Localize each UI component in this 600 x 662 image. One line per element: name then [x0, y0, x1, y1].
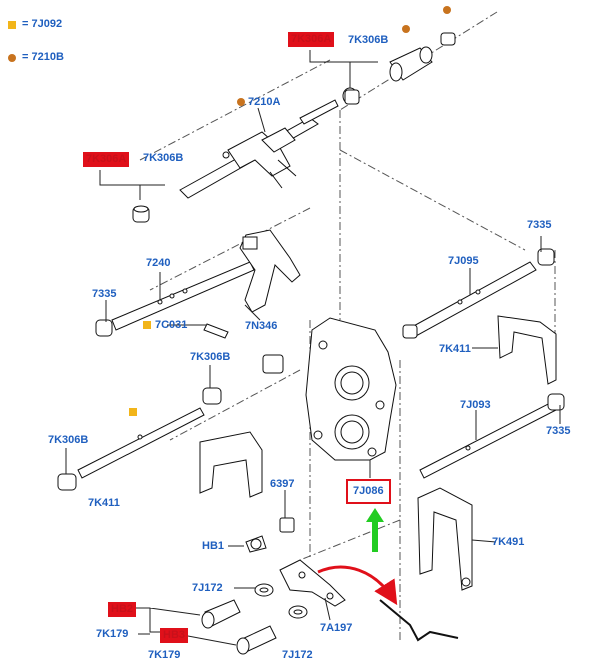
part-label-7k491: 7K491: [492, 536, 525, 548]
part-label-7k179-bottom: 7K179: [148, 649, 181, 661]
dot-marker-icon: [8, 53, 16, 62]
part-label-7335-right: 7335: [527, 219, 552, 231]
dot-marker-icon: [443, 6, 451, 14]
part-label-7c031: 7C031: [155, 319, 188, 331]
part-label-hb3: HB3: [160, 628, 189, 643]
bracket-7a197: [279, 559, 346, 607]
dot-marker-icon: [402, 25, 410, 33]
part-label-7210a: 7210A: [248, 96, 281, 108]
part-label-7335-low: 7335: [546, 425, 571, 437]
part-label-7k411-right: 7K411: [439, 343, 471, 355]
shift-rail-7j093: [419, 393, 565, 479]
part-label-7a197: 7A197: [320, 622, 353, 634]
part-label-7k306a-left: 7K306A: [83, 152, 130, 167]
part-label-7k306b-top: 7K306B: [348, 34, 389, 46]
part-label-7k306b-mid: 7K306B: [190, 351, 231, 363]
legend-dot: = 7210B: [8, 51, 64, 64]
bushing-left-top: [132, 205, 150, 223]
shift-rail-7240: [95, 261, 255, 337]
shift-fork-7n346: [239, 229, 301, 313]
housing-plate-7j086: [305, 317, 397, 461]
plug-6397: [279, 517, 295, 533]
part-label-7k306b-low: 7K306B: [48, 434, 89, 446]
green-arrow: [366, 508, 384, 552]
bushing-mid: [202, 354, 284, 405]
part-label-7j095: 7J095: [448, 255, 479, 267]
dot-marker-icon: [237, 98, 245, 106]
bolt-hb3: [236, 625, 277, 655]
shift-rail-lower-left: [57, 407, 205, 491]
part-label-7n346: 7N346: [245, 320, 278, 332]
part-label-7240: 7240: [146, 257, 171, 269]
red-curved-arrow: [317, 565, 398, 606]
square-marker-icon: [143, 321, 151, 329]
bolt-hb1: [245, 535, 267, 553]
square-marker-icon: [8, 20, 16, 29]
part-label-7j172: 7J172: [192, 582, 223, 594]
legend-square: = 7J092: [8, 18, 62, 31]
part-label-6397: 6397: [270, 478, 295, 490]
part-label-7k411-left: 7K411: [88, 497, 120, 509]
pin-7c031: [203, 323, 229, 339]
shift-fork-7k411-left: [199, 431, 263, 498]
washer-7j172-a: [254, 583, 274, 597]
part-label-7k306b-left: 7K306B: [143, 152, 184, 164]
shift-rail-7j095: [402, 248, 555, 339]
legend-dot-label: = 7210B: [22, 51, 64, 63]
clip-bottom-right: [379, 599, 459, 642]
bolt-hb2: [201, 599, 241, 629]
part-label-7j093: 7J093: [460, 399, 491, 411]
legend-square-label: = 7J092: [22, 18, 63, 30]
part-label-7j086: 7J086: [346, 479, 391, 504]
part-label-7335-left: 7335: [92, 288, 117, 300]
part-label-7k179: 7K179: [96, 628, 129, 640]
shift-fork-7k491: [417, 487, 473, 591]
part-label-7k306a-top: 7K306A: [288, 32, 335, 47]
shift-fork-7k411-right: [497, 315, 557, 385]
part-label-hb2: HB2: [108, 602, 137, 617]
part-label-hb1: HB1: [202, 540, 225, 552]
shift-shaft-7210a: [179, 99, 339, 199]
washer-7j172-b: [288, 605, 308, 619]
part-label-7j172-bottom: 7J172: [282, 649, 313, 661]
square-marker-icon: [129, 408, 137, 416]
